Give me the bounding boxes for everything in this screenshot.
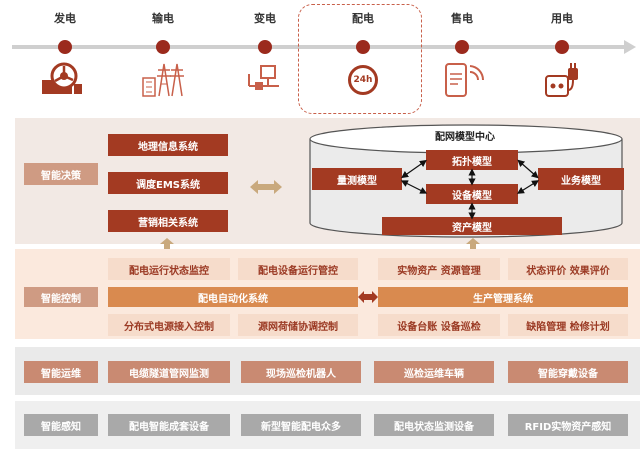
mobile-phone-icon <box>445 63 484 97</box>
control-item-distributed-access: 分布式电源接入控制 <box>108 314 230 336</box>
value-chain-arrow-icon <box>624 40 636 54</box>
stage-dot-transmission <box>156 40 170 54</box>
production-item-ledger: 设备台账 设备巡检 <box>378 314 500 336</box>
production-item-defect: 缺陷管理 检修计划 <box>508 314 628 336</box>
distribution-automation-system: 配电自动化系统 <box>108 287 358 307</box>
control-item-status-monitor: 配电运行状态监控 <box>108 258 230 280</box>
stage-label-transformation: 变电 <box>254 12 276 25</box>
stage-label-distribution: 配电 <box>352 12 374 25</box>
model-connectors <box>400 159 540 220</box>
clock-24h-icon: 24h <box>348 65 378 95</box>
operation-item-vehicle: 巡检运维车辆 <box>374 361 494 383</box>
operation-item-robot: 现场巡检机器人 <box>241 361 361 383</box>
stage-dot-sales <box>455 40 469 54</box>
stage-dot-consumption <box>555 40 569 54</box>
stage-dot-transformation <box>258 40 272 54</box>
measurement-model: 量测模型 <box>312 168 402 190</box>
sensing-item-smart-equipment: 配电智能成套设备 <box>108 414 230 436</box>
double-arrow-icon <box>250 180 282 194</box>
system-marketing: 营销相关系统 <box>108 210 228 232</box>
sensing-item-rfid: RFID实物资产感知 <box>508 414 628 436</box>
sensing-item-status-monitoring: 配电状态监测设备 <box>374 414 494 436</box>
operation-item-wearable: 智能穿戴设备 <box>508 361 628 383</box>
stage-label-generation: 发电 <box>54 12 76 25</box>
system-dispatch-ems: 调度EMS系统 <box>108 172 228 194</box>
decision-label: 智能决策 <box>24 163 98 185</box>
distribution-highlight-box <box>298 4 422 114</box>
production-item-evaluation: 状态评价 效果评价 <box>508 258 628 280</box>
distribution-24h-icon: 24h <box>341 60 385 100</box>
topology-model: 拓扑模型 <box>426 150 518 170</box>
equipment-model: 设备模型 <box>426 184 518 204</box>
power-plug-icon <box>545 63 578 97</box>
generator-icon <box>42 62 82 94</box>
sensing-label: 智能感知 <box>24 414 98 436</box>
operation-label: 智能运维 <box>24 361 98 383</box>
system-geo-info: 地理信息系统 <box>108 134 228 156</box>
transformer-icon <box>248 65 279 90</box>
business-model: 业务模型 <box>538 168 624 190</box>
model-center-title: 配网模型中心 <box>435 131 495 143</box>
transmission-tower-icon <box>142 63 184 97</box>
value-chain-line <box>12 45 627 49</box>
asset-model: 资产模型 <box>382 217 562 235</box>
stage-label-transmission: 输电 <box>152 12 174 25</box>
sensing-item-new-devices: 新型智能配电众多 <box>241 414 361 436</box>
production-item-asset: 实物资产 资源管理 <box>378 258 500 280</box>
production-management-system: 生产管理系统 <box>378 287 628 307</box>
stage-dot-distribution <box>356 40 370 54</box>
systems-double-arrow-icon <box>358 291 378 303</box>
operation-item-cable-tunnel: 电缆隧道管网监测 <box>108 361 230 383</box>
stage-label-sales: 售电 <box>451 12 473 25</box>
stage-dot-generation <box>58 40 72 54</box>
clock-24h-label: 24h <box>353 75 373 85</box>
control-label: 智能控制 <box>24 287 98 307</box>
stage-label-consumption: 用电 <box>551 12 573 25</box>
control-item-device-control: 配电设备运行管控 <box>238 258 358 280</box>
control-item-coordination: 源网荷储协调控制 <box>238 314 358 336</box>
